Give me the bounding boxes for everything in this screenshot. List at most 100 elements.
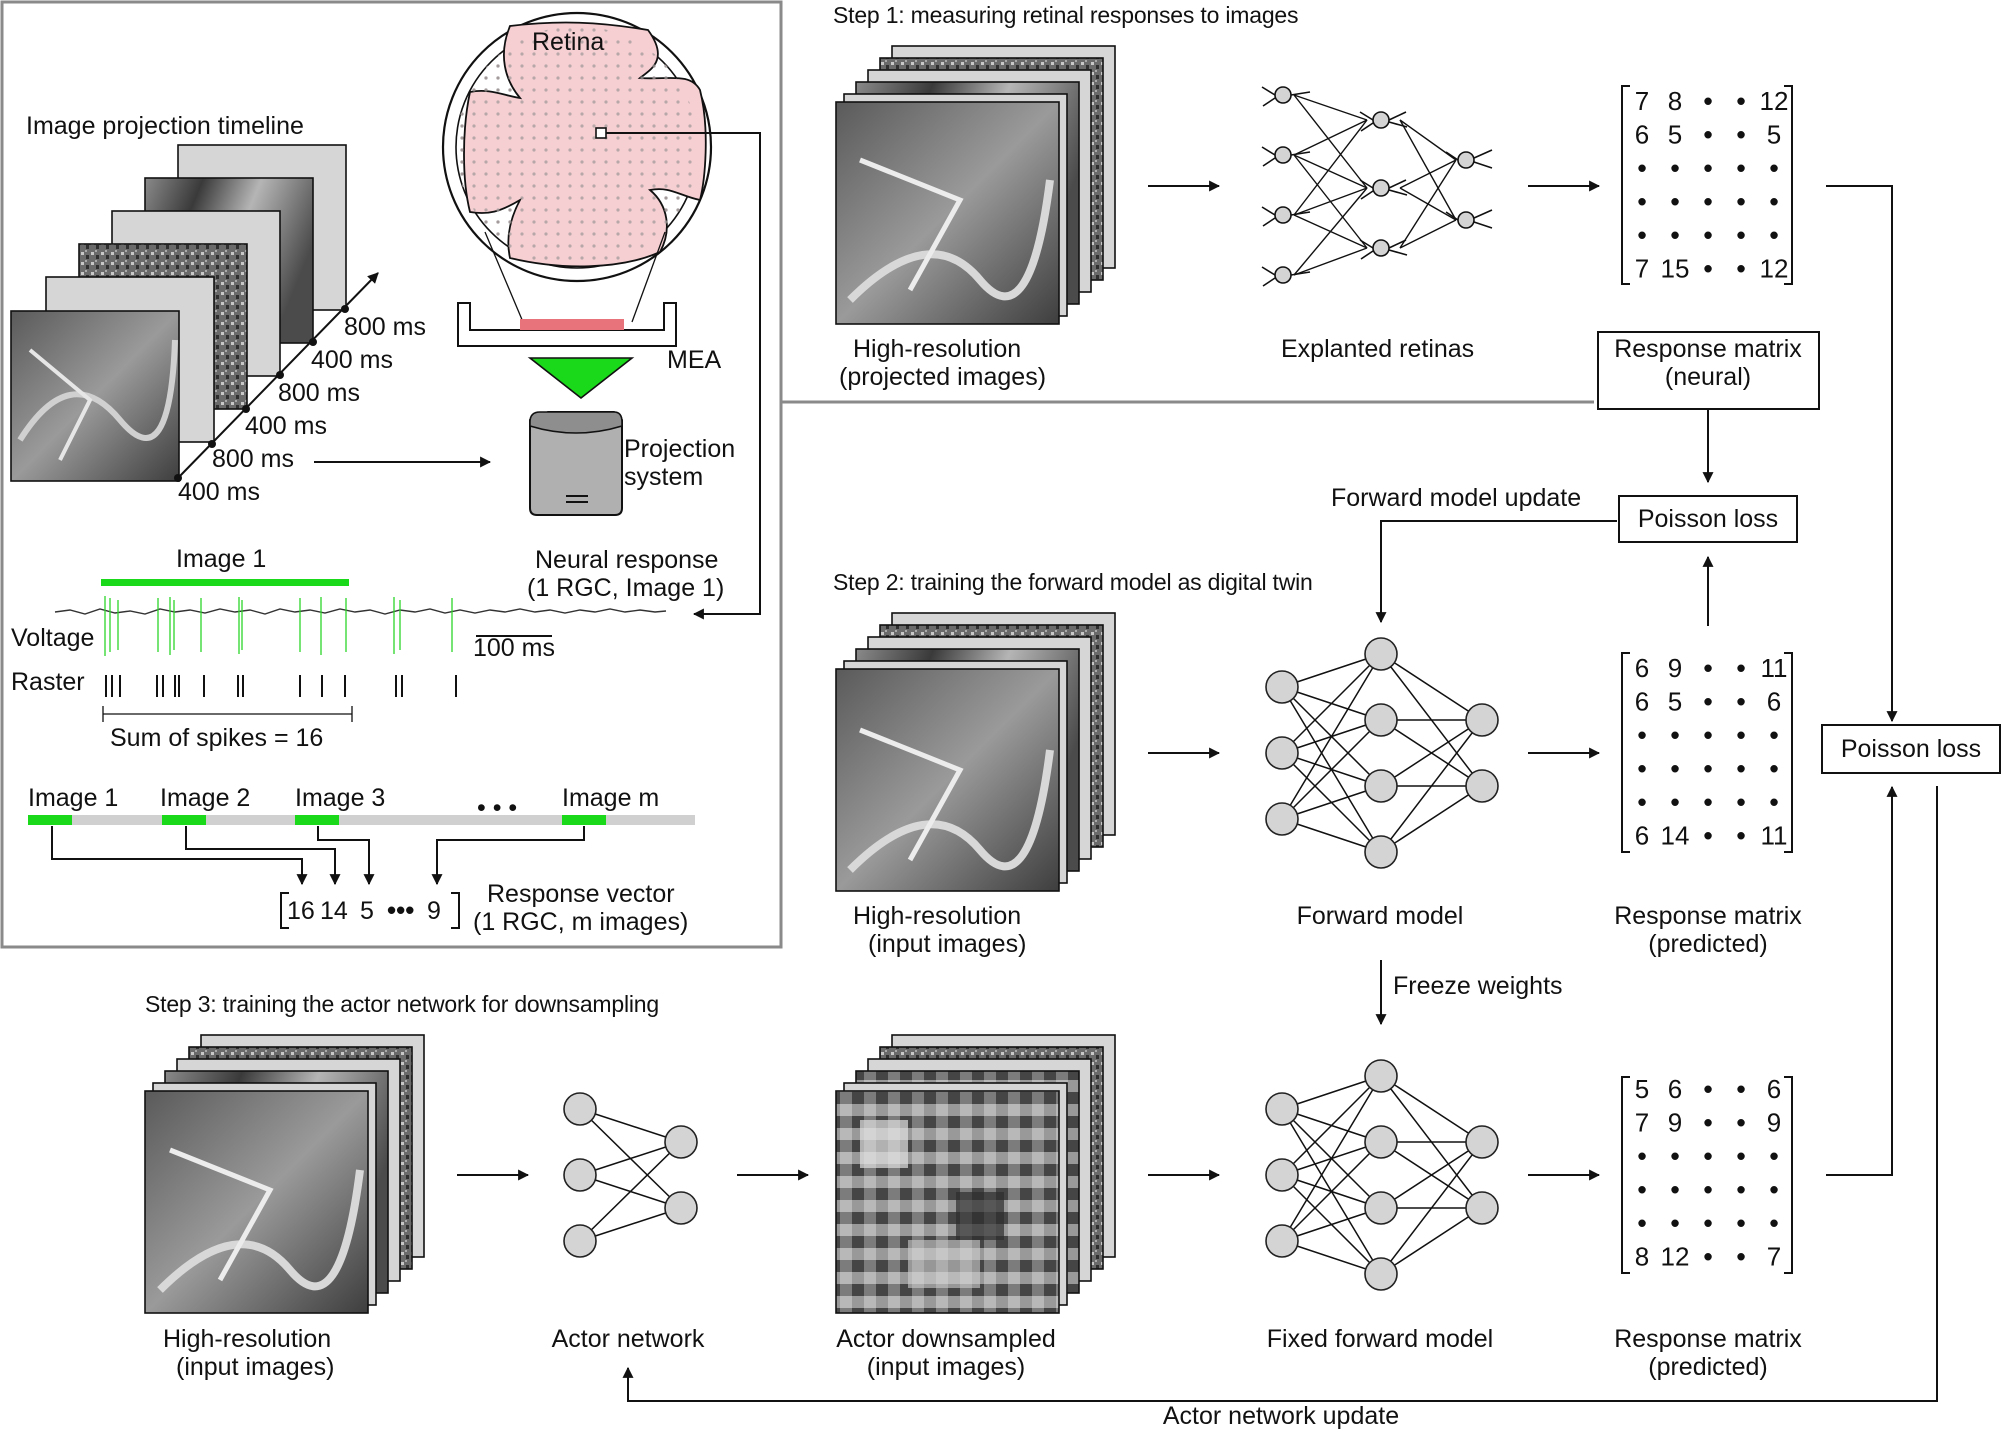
raster-label: Raster: [11, 668, 85, 696]
network-edge: [579, 1108, 682, 1143]
voltage-label: Voltage: [11, 624, 94, 652]
step2-matrix-label-1: Response matrix: [1614, 902, 1802, 930]
matrix-cell: •: [1637, 754, 1646, 784]
matrix-cell: •: [1670, 153, 1679, 183]
network-edge: [1380, 653, 1483, 721]
step1-images-label-2: (projected images): [839, 363, 1046, 391]
step2-loss-label: Poisson loss: [1638, 505, 1778, 533]
seq-imagem-label: Image m: [562, 784, 659, 812]
zoom-line-left: [484, 231, 524, 323]
network-edge: [1281, 1075, 1382, 1242]
matrix-cell: •: [1769, 153, 1778, 183]
network-edge: [1380, 719, 1483, 853]
timeline-image-stack: [10, 144, 347, 482]
network-node: [1265, 802, 1299, 836]
vector-bracket-right: [451, 892, 460, 929]
step3-title: Step 3: training the actor network for d…: [145, 991, 659, 1017]
network-edge: [1380, 1141, 1483, 1209]
matrix-cell: •: [1736, 687, 1745, 717]
network-node: [1364, 637, 1398, 671]
matrix-cell: •: [1670, 220, 1679, 250]
network-node: [1265, 1092, 1299, 1126]
matrix-cell: •: [1670, 754, 1679, 784]
predicted-to-loss2-arrow: [1826, 785, 1898, 1176]
matrix-cell: 14: [1661, 821, 1690, 851]
seq-arrow-1: [51, 826, 308, 886]
step3-loss-label: Poisson loss: [1841, 735, 1981, 763]
step2-images-label-1: High-resolution: [853, 902, 1021, 930]
raster-ticks: [105, 675, 457, 697]
network-node: [664, 1125, 698, 1159]
network-edge: [1281, 1141, 1382, 1242]
seq-arrow-m: [431, 826, 585, 886]
matrix-cell: •: [1736, 653, 1745, 683]
timeline-title: Image projection timeline: [26, 112, 304, 140]
neural-response-label-1: Neural response: [535, 546, 718, 574]
retinas-label: Explanted retinas: [1281, 335, 1474, 363]
network-node: [1364, 1191, 1398, 1225]
matrix-cell: •: [1637, 153, 1646, 183]
step3-matrix-label-1: Response matrix: [1614, 1325, 1802, 1353]
network-edge: [1380, 1141, 1483, 1275]
network-node: [1364, 703, 1398, 737]
matrix-cell: •: [1736, 754, 1745, 784]
matrix-cell: •: [1703, 720, 1712, 750]
sum-spikes-label: Sum of spikes = 16: [110, 724, 323, 752]
neural-response-arrow: [606, 132, 761, 620]
matrix-cell: •: [1703, 220, 1712, 250]
actor-network: [563, 1092, 698, 1258]
matrix-cell: 9: [1668, 1108, 1682, 1138]
network-node: [563, 1158, 597, 1192]
matrix-cell: 7: [1767, 1242, 1781, 1272]
downsampled-label-2: (input images): [867, 1353, 1025, 1381]
forward-model-label: Forward model: [1297, 902, 1464, 930]
voltage-spikes: [104, 596, 453, 656]
network-edge: [1281, 1075, 1382, 1110]
network-edge: [1281, 818, 1382, 853]
forward-model-network: [1265, 637, 1499, 869]
matrix-cell: •: [1703, 86, 1712, 116]
left-panel-border: [0, 0, 783, 949]
network-node: [563, 1224, 597, 1258]
matrix-cell: •: [1736, 1208, 1745, 1238]
matrix-cell: •: [1703, 1108, 1712, 1138]
seq-arrow-2: [185, 826, 341, 886]
network-node: [1465, 1191, 1499, 1225]
retina-label: Retina: [532, 28, 604, 56]
matrix-cell: •: [1670, 787, 1679, 817]
matrix-cell: •: [1637, 1208, 1646, 1238]
matrix-cell: •: [1703, 1208, 1712, 1238]
matrix-cell: •: [1736, 1175, 1745, 1205]
matrix-cell: 7: [1635, 254, 1649, 284]
vector-value-2: 14: [320, 897, 348, 925]
matrix-cell: •: [1769, 1208, 1778, 1238]
duration-5: 800 ms: [212, 445, 294, 473]
matrix-cell: •: [1703, 153, 1712, 183]
matrix-cell: •: [1769, 754, 1778, 784]
matrix-cell: •: [1736, 787, 1745, 817]
matrix-cell: 6: [1635, 687, 1649, 717]
step3-loss-box: [1821, 724, 2001, 774]
network-edge: [1281, 653, 1382, 754]
step1-title: Step 1: measuring retinal responses to i…: [833, 2, 1298, 28]
seq-image1-label: Image 1: [28, 784, 118, 812]
step1-image-stack: [835, 45, 1116, 325]
network-edge: [1380, 1075, 1483, 1143]
network-edge: [1281, 719, 1382, 820]
matrix-cell: •: [1769, 220, 1778, 250]
step2-title: Step 2: training the forward model as di…: [833, 569, 1313, 595]
matrix-cell: 11: [1761, 821, 1788, 851]
forward-update-arrow: [1375, 520, 1617, 624]
network-node: [1465, 1125, 1499, 1159]
network-edge: [1281, 1075, 1382, 1176]
matrix-cell: 12: [1760, 86, 1789, 116]
actor-update-arrow: [622, 786, 1938, 1402]
matrix-cell: 11: [1761, 653, 1788, 683]
network-node: [1265, 1224, 1299, 1258]
scalebar-label: 100 ms: [473, 634, 555, 662]
matrix-cell: •: [1769, 720, 1778, 750]
fixed-forward-model-network: [1265, 1059, 1499, 1291]
matrix-cell: 7: [1635, 86, 1649, 116]
